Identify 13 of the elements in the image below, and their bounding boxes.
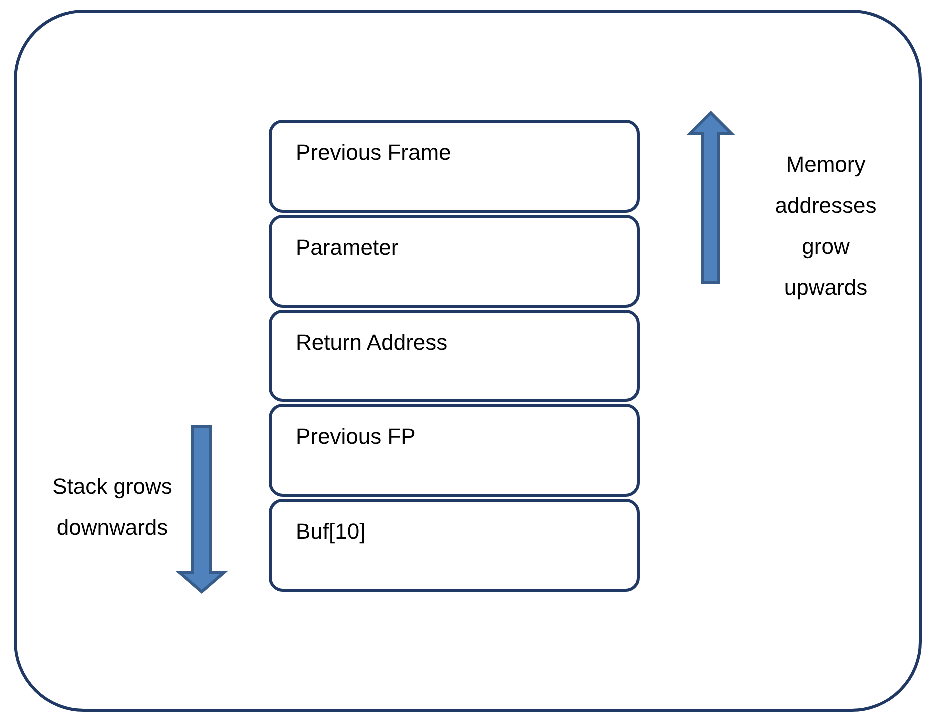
- frame-label: Parameter: [296, 234, 400, 262]
- frame-box: [14, 10, 922, 712]
- frame-label: Buf[10]: [296, 518, 367, 546]
- note-text: Memory addresses grow upwards: [774, 151, 878, 302]
- note-text: Stack grows downwards: [52, 473, 174, 542]
- stack-frame-box: [269, 404, 640, 497]
- stack-frame-box: [269, 215, 640, 308]
- stack-frame-box: [269, 310, 640, 402]
- frame-label: Previous Frame: [296, 139, 452, 167]
- stack-frame-box: [269, 120, 640, 213]
- frame-label: Return Address: [296, 329, 449, 357]
- frame-label: Previous FP: [296, 423, 417, 451]
- stack-frame-box: [269, 499, 640, 592]
